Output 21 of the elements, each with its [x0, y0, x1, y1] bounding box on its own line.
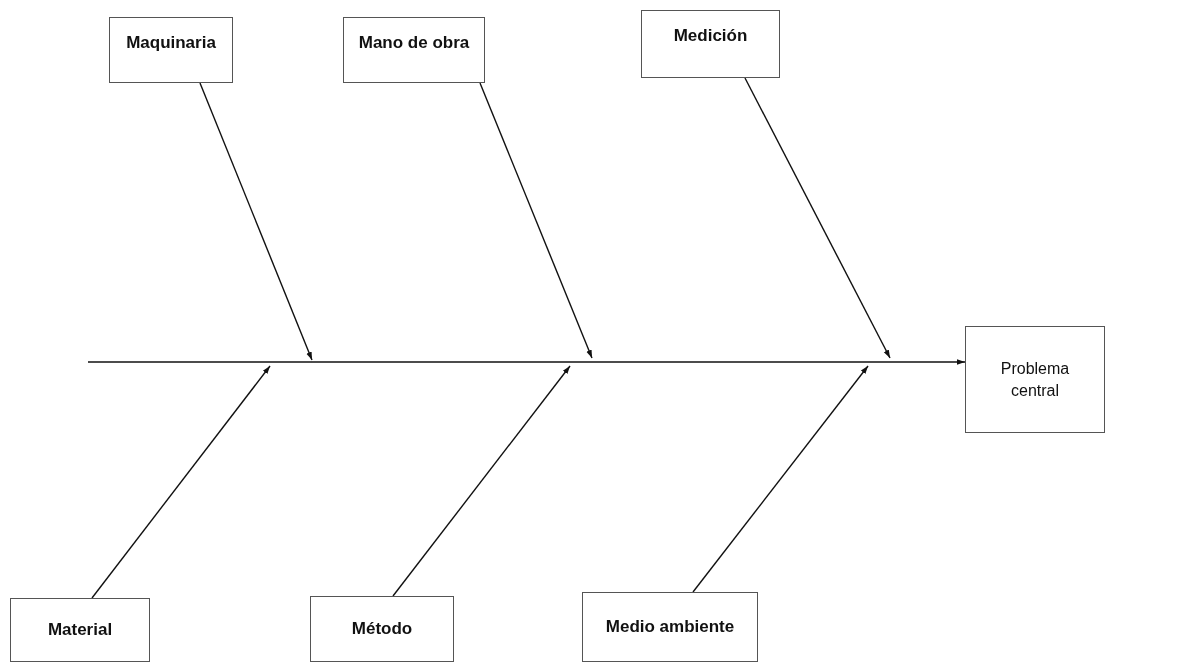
effect-box [965, 326, 1105, 433]
arrow [479, 82, 593, 359]
category-box [310, 596, 454, 662]
category-box [343, 17, 485, 83]
arrow [87, 359, 966, 365]
category-box [641, 10, 780, 78]
arrow [199, 82, 313, 361]
category-label: Maquinaria [126, 32, 216, 54]
category-label: Medio ambiente [605, 615, 735, 638]
arrow [744, 77, 891, 359]
category-label: Medición [673, 25, 748, 47]
category-label: Método [351, 617, 413, 640]
category-box [109, 17, 233, 83]
arrow [91, 365, 271, 599]
arrow [392, 365, 571, 597]
effect-label: Problema central [999, 358, 1071, 401]
arrow [692, 365, 869, 593]
category-label: Mano de obra [358, 32, 470, 54]
category-label: Material [47, 618, 113, 641]
category-box [10, 598, 150, 662]
category-box [582, 592, 758, 662]
